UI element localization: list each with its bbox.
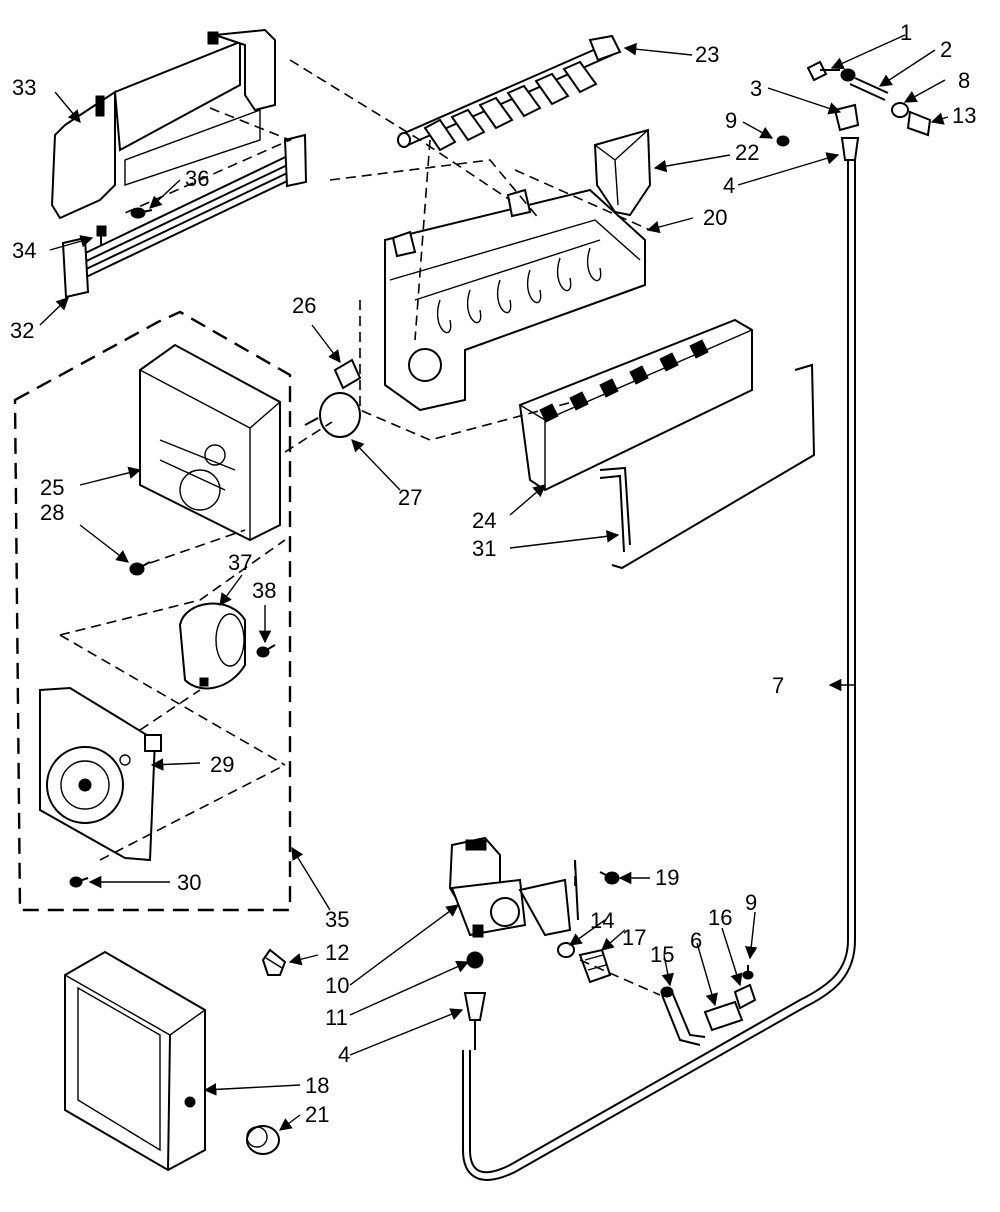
callout-31: 31 [472,536,496,561]
callout-9-top: 9 [725,108,737,133]
callout-4-bottom: 4 [338,1042,350,1067]
inlet-fittings-part [776,60,932,161]
mounting-plate-29-part [39,686,162,862]
callout-21: 21 [305,1102,329,1127]
shutoff-arm-part [599,363,816,570]
callout-23: 23 [695,42,719,67]
ejector-part [397,34,622,152]
callout-28: 28 [40,500,64,525]
callout-8: 8 [958,68,970,93]
callout-16: 16 [708,905,732,930]
callout-13: 13 [952,103,976,128]
leader-arrows [39,34,949,1131]
callout-36: 36 [185,166,209,191]
tube-15-part [660,986,706,1046]
callout-27: 27 [398,485,422,510]
callout-35: 35 [325,907,349,932]
screw-19-part [599,871,620,885]
control-assembly-outline [13,310,292,912]
ice-mold-part [384,188,646,412]
callout-6: 6 [690,928,702,953]
fitting-16-part [733,983,757,1010]
callout-3: 3 [750,76,762,101]
water-tube-7-part [462,160,856,1181]
callout-24: 24 [472,508,496,533]
screw-36-part [130,207,153,219]
callout-29: 29 [210,752,234,777]
callout-22: 22 [735,140,759,165]
callout-19: 19 [655,865,679,890]
callout-30: 30 [177,870,201,895]
water-valve-10-part [448,836,579,938]
callout-17: 17 [622,925,646,950]
wire-harness-part [61,133,308,299]
callout-34: 34 [12,238,36,263]
stripper-part [518,318,753,492]
cover-18-part [64,950,206,1172]
callout-26: 26 [292,293,316,318]
callout-9-lower: 9 [745,890,757,915]
callout-1: 1 [900,20,912,45]
callout-18: 18 [305,1073,329,1098]
callout-20: 20 [703,205,727,230]
screw-9-lower-part [742,965,754,980]
callout-2: 2 [940,37,952,62]
callout-33: 33 [12,75,36,100]
washer-14-part [557,942,575,958]
callout-7: 7 [772,673,784,698]
nut-11-part [466,951,484,969]
callout-10: 10 [325,973,349,998]
coupling-6-part [703,1000,744,1032]
screw-30-part [69,876,89,888]
callout-37: 37 [228,550,252,575]
wire-nut-12-part [261,948,287,976]
clip-26-part [333,358,362,390]
thermostat-27-part [304,392,361,438]
callout-12: 12 [325,940,349,965]
screw-38-part [256,644,276,658]
callout-4-top: 4 [723,173,735,198]
screw-34-part [96,225,107,246]
insert-4-lower-part [463,992,487,1050]
plug-21-part [246,1125,280,1155]
control-bracket-part [50,28,276,220]
callout-14: 14 [590,908,614,933]
exploded-view-guides [59,59,661,996]
control-housing-25-part [139,343,281,542]
motor-37-part [178,602,246,690]
callout-25: 25 [40,475,64,500]
callout-11: 11 [325,1005,348,1030]
cover-22-part [593,128,652,217]
callout-32: 32 [10,318,34,343]
callout-15: 15 [650,942,674,967]
screw-28-part [129,561,151,576]
callout-38: 38 [252,578,276,603]
